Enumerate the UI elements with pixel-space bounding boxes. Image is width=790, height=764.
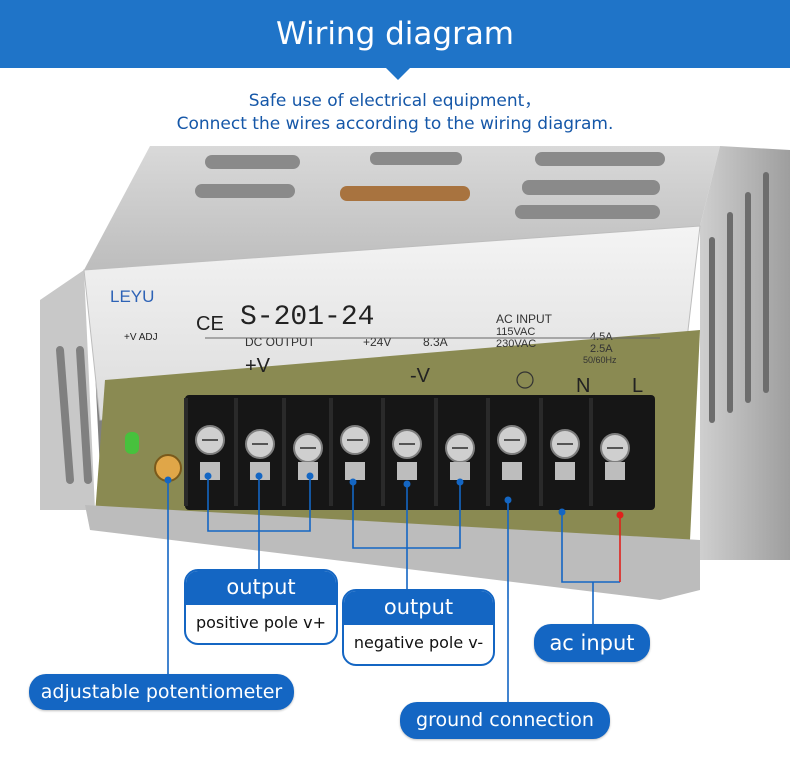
ac-voltage-230: 230VAC bbox=[496, 338, 536, 350]
terminal-separator bbox=[234, 398, 238, 506]
ce-mark: CE bbox=[196, 313, 224, 335]
dc-voltage: +24V bbox=[363, 335, 391, 349]
brand-logo-text: LEYU bbox=[110, 287, 154, 306]
wiring-lines bbox=[167, 478, 620, 703]
terminal-clamp bbox=[250, 462, 270, 480]
terminal-pos-label: +V bbox=[245, 355, 271, 377]
terminal-separator bbox=[184, 398, 188, 506]
case-top bbox=[84, 146, 720, 270]
terminal-clamp bbox=[345, 462, 365, 480]
terminal-separator bbox=[282, 398, 286, 506]
intro-line-2: Connect the wires according to the wirin… bbox=[176, 114, 614, 134]
callout-ground-connection: ground connection bbox=[400, 702, 610, 739]
terminal-separator bbox=[486, 398, 490, 506]
base-plate bbox=[85, 505, 700, 600]
ac-voltage-115: 115VAC bbox=[496, 326, 535, 338]
dc-current: 8.3A bbox=[423, 335, 448, 349]
callout-output-negative: output negative pole v- bbox=[342, 589, 495, 666]
intro-line-1: Safe use of electrical equipment， bbox=[248, 91, 542, 111]
terminal-separator bbox=[589, 398, 593, 506]
ground-symbol-icon bbox=[516, 371, 534, 389]
case-left-side bbox=[40, 270, 95, 510]
ac-live-endpoint bbox=[616, 511, 624, 519]
top-vents bbox=[195, 152, 665, 219]
terminal-n-label: N bbox=[576, 375, 590, 397]
terminal-separator bbox=[539, 398, 543, 506]
adj-label: +V ADJ bbox=[124, 332, 158, 343]
header-pointer bbox=[384, 66, 412, 80]
callout-output-negative-desc: negative pole v- bbox=[353, 633, 484, 652]
terminal-separator bbox=[381, 398, 385, 506]
dc-output-label: DC OUTPUT bbox=[245, 335, 316, 349]
ac-current-45: 4.5A bbox=[590, 331, 613, 343]
terminal-clamp bbox=[605, 462, 625, 480]
terminal-clamp bbox=[397, 462, 417, 480]
terminal-clamp bbox=[450, 462, 470, 480]
model-number: S-201-24 bbox=[240, 302, 374, 333]
terminal-separator bbox=[329, 398, 333, 506]
callout-output-positive-title: output bbox=[186, 571, 336, 605]
callout-output-positive-desc: positive pole v+ bbox=[195, 613, 327, 632]
terminal-separator bbox=[434, 398, 438, 506]
terminal-clamp bbox=[502, 462, 522, 480]
terminal-block bbox=[185, 395, 655, 510]
header-banner bbox=[0, 0, 790, 68]
ac-input-label: AC INPUT bbox=[496, 312, 553, 326]
right-side-vents bbox=[709, 172, 769, 423]
callout-ac-input: ac input bbox=[534, 624, 650, 662]
page-title: Wiring diagram bbox=[275, 16, 515, 52]
terminal-l-label: L bbox=[632, 375, 643, 397]
wire-endpoints bbox=[164, 472, 566, 516]
status-led bbox=[125, 432, 139, 454]
terminal-neg-label: -V bbox=[410, 365, 431, 387]
ac-frequency: 50/60Hz bbox=[583, 355, 617, 365]
terminal-clamp bbox=[555, 462, 575, 480]
callout-adjustable-potentiometer: adjustable potentiometer bbox=[29, 674, 294, 710]
callout-output-negative-title: output bbox=[344, 591, 493, 625]
callout-output-positive: output positive pole v+ bbox=[184, 569, 338, 645]
ac-current-25: 2.5A bbox=[590, 343, 613, 355]
